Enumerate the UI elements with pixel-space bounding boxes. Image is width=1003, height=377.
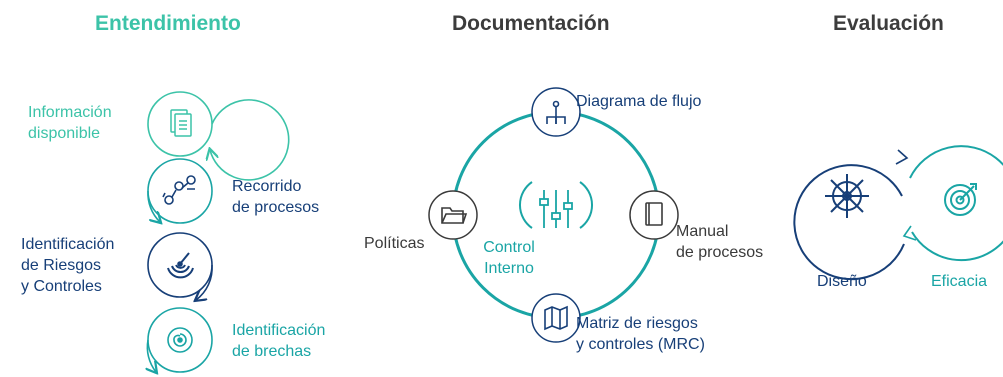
label-informacion: Información disponible — [28, 102, 112, 144]
process-path-icon — [162, 175, 196, 205]
label-diseno: Diseño — [817, 273, 867, 290]
radar-icon — [167, 252, 194, 279]
node-diagrama — [531, 87, 581, 137]
flowchart-icon — [546, 100, 566, 124]
ship-wheel-icon — [825, 174, 869, 218]
label-line: Información — [28, 104, 112, 121]
node-manual — [629, 190, 679, 240]
label-eficacia: Eficacia — [931, 273, 988, 290]
label-line: Identificación — [232, 322, 326, 339]
step-informacion — [147, 91, 290, 181]
label-line: de procesos — [676, 244, 764, 261]
label-line: Interno — [484, 260, 534, 277]
label-line: disponible — [28, 125, 101, 142]
label-line: de Riesgos — [21, 257, 102, 274]
label-diagrama: Diagrama de flujo — [576, 93, 702, 110]
label-line: Identificación — [21, 236, 115, 253]
step-recorrido — [147, 158, 213, 223]
map-icon — [544, 305, 568, 331]
label-politicas: Políticas — [364, 235, 425, 252]
label-line: Recorrido — [232, 178, 302, 195]
heading-documentacion: Documentación — [452, 12, 610, 35]
book-icon — [645, 202, 663, 226]
label-line: Manual — [676, 223, 729, 240]
label-control-interno: Control Interno — [482, 237, 536, 279]
documentacion-cycle — [428, 87, 679, 343]
label-line: Control — [483, 239, 535, 256]
step-riesgos — [147, 232, 213, 300]
documents-icon — [170, 109, 192, 137]
control-interno-hub — [519, 181, 593, 229]
spiral-target-icon — [167, 327, 193, 353]
entendimiento-chain — [147, 91, 290, 372]
label-line: y controles (MRC) — [576, 336, 705, 353]
label-line: Matriz de riesgos — [576, 315, 698, 332]
evaluacion-loop — [793, 145, 1003, 281]
node-politicas — [428, 190, 478, 240]
heading-entendimiento: Entendimiento — [95, 12, 241, 35]
heading-evaluacion: Evaluación — [833, 12, 944, 35]
label-brechas: Identificación de brechas — [232, 320, 325, 362]
label-recorrido: Recorrido de procesos — [232, 176, 319, 218]
label-riesgos: Identificación de Riesgos y Controles — [21, 234, 114, 297]
label-matriz: Matriz de riesgos y controles (MRC) — [576, 313, 705, 355]
sliders-icon — [539, 190, 573, 228]
label-line: de brechas — [232, 343, 312, 360]
folder-icon — [441, 207, 468, 224]
label-line: de procesos — [232, 199, 320, 216]
label-manual: Manual de procesos — [676, 221, 763, 263]
target-icon — [944, 183, 977, 216]
label-line: y Controles — [21, 278, 102, 295]
step-brechas — [147, 307, 213, 372]
node-matriz — [531, 293, 581, 343]
